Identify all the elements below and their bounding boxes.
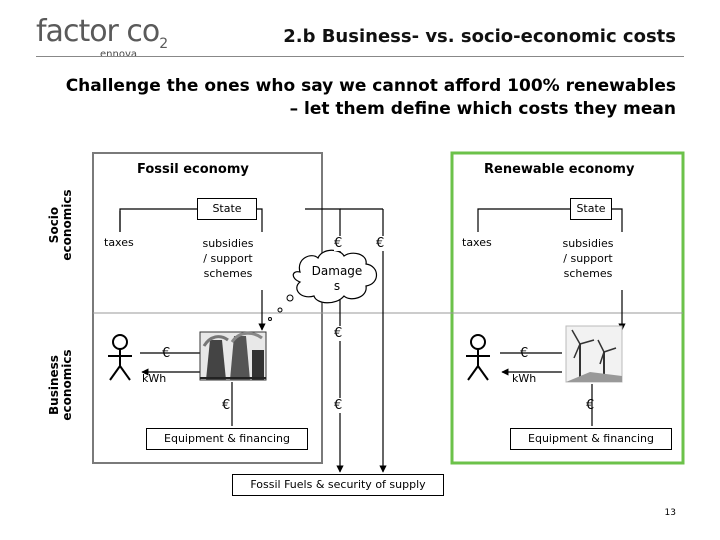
power-plant-icon (199, 331, 267, 381)
fossil-subsidy-line (256, 208, 263, 232)
fossil-person-icon (108, 334, 132, 381)
middle-euro-mid: € (334, 326, 343, 341)
damages-line-2: s (333, 279, 341, 293)
subtitle-line-1: Challenge the ones who say we cannot aff… (65, 76, 676, 96)
middle-euro-left: € (334, 236, 343, 251)
logo-tagline: ennova (100, 49, 137, 60)
renewable-euro-equipment-label: € (586, 398, 595, 413)
subtitle-line-2: – let them define which costs they mean (289, 99, 676, 119)
renewable-equipment-box: Equipment & financing (510, 428, 672, 450)
renewable-state-box: State (570, 198, 612, 220)
renewable-subsidies-label: subsidies / support schemes (550, 236, 626, 281)
fossil-panel-title: Fossil economy (137, 162, 249, 177)
fossil-euro-flow-label: € (162, 346, 171, 361)
renewable-kwh-label: kWh (512, 372, 537, 385)
renewable-panel-border (450, 151, 685, 465)
renewable-panel-title: Renewable economy (484, 162, 635, 177)
renewable-subsidies-line-2: / support (563, 252, 613, 265)
fossil-subsidies-line-3: schemes (203, 267, 253, 280)
renewable-euro-flow-label: € (520, 346, 529, 361)
renewable-subsidy-line (610, 208, 623, 232)
title-divider (36, 56, 684, 57)
fossil-state-box: State (197, 198, 257, 220)
logo: factor co2 ennova (36, 14, 186, 64)
fossil-subsidies-line-1: subsidies (202, 237, 254, 250)
wind-turbine-icon (565, 325, 623, 383)
page-subtitle: Challenge the ones who say we cannot aff… (36, 75, 676, 121)
fossil-subsidies-label: subsidies / support schemes (190, 236, 266, 281)
fossil-panel-border (92, 152, 323, 464)
page-number: 13 (664, 508, 676, 518)
damages-label: Damage s (302, 264, 372, 294)
logo-wordmark: factor co2 (36, 14, 168, 52)
fossil-subsidies-line-2: / support (203, 252, 253, 265)
renewable-subsidies-line-3: schemes (563, 267, 613, 280)
cloud-icon (268, 249, 378, 321)
renewable-subsidies-line-1: subsidies (562, 237, 614, 250)
middle-euro-low: € (334, 398, 343, 413)
fossil-kwh-label: kWh (142, 372, 167, 385)
page-title: 2.b Business- vs. socio-economic costs (283, 26, 676, 47)
renewable-taxes-line (477, 208, 570, 232)
logo-subscript: 2 (159, 36, 168, 52)
middle-euro-right: € (376, 236, 385, 251)
damages-line-1: Damage (311, 264, 363, 278)
renewable-person-icon (466, 334, 490, 381)
fossil-fuels-supply-box: Fossil Fuels & security of supply (232, 474, 444, 496)
renewable-taxes-label: taxes (462, 236, 492, 249)
fossil-equipment-box: Equipment & financing (146, 428, 308, 450)
fossil-taxes-label: taxes (104, 236, 134, 249)
fossil-taxes-arrow (119, 208, 197, 232)
fossil-euro-equipment-label: € (222, 398, 231, 413)
